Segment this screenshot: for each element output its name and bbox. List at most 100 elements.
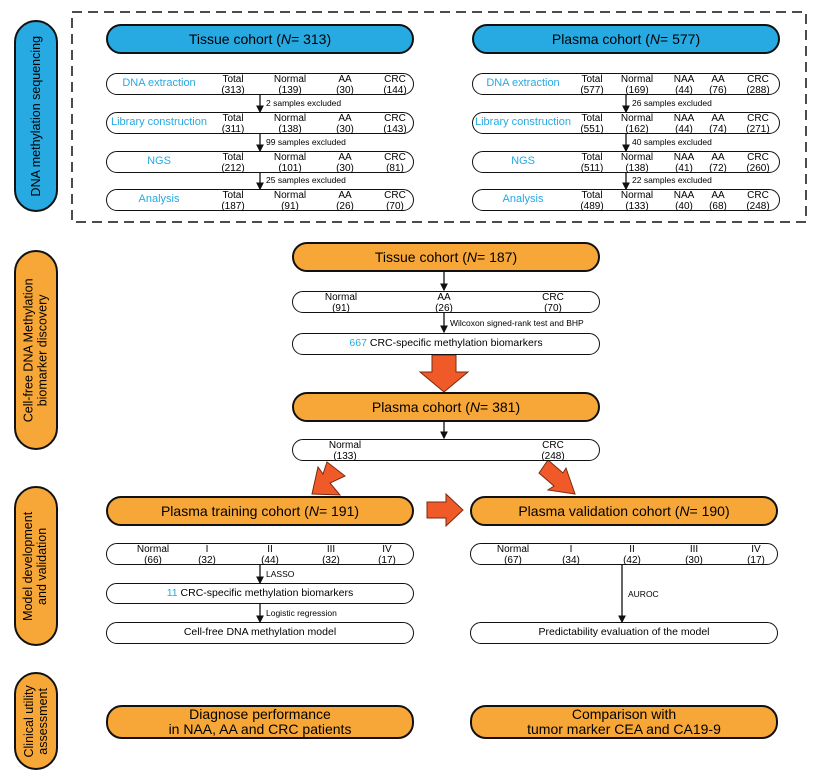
tissue-cell: CRC(144) [383, 74, 407, 96]
training-cohort-header: Plasma training cohort (N = 191) [106, 496, 414, 526]
plasma-cell: AA(74) [709, 113, 727, 135]
plasma-cell: AA(72) [709, 152, 727, 174]
tissue-cell: Normal(138) [273, 113, 307, 135]
discovery-tissue-crc: CRC(70) [542, 292, 564, 314]
plasma-cell: AA(76) [709, 74, 727, 96]
model-box [106, 622, 414, 644]
tissue-cell: Total(313) [221, 74, 245, 96]
plasma-cell: NAA(41) [673, 152, 695, 174]
tissue-step-label: Library construction [111, 116, 207, 128]
model-text: Cell-free DNA methylation model [183, 626, 337, 638]
training-stage-cell: III(32) [322, 544, 340, 566]
plasma-cell: Total(511) [580, 152, 604, 174]
validation-stage-cell: III(30) [685, 544, 703, 566]
predict-text: Predictability evaluation of the model [538, 626, 710, 638]
tissue-cell: AA(30) [336, 152, 354, 174]
plasma-step-label: Library construction [475, 116, 571, 128]
plasma-cell: Normal(162) [620, 113, 654, 135]
discovery-biomarker-text: 667 CRC-specific methylation biomarkers [349, 337, 543, 349]
plasma-step-label: NGS [511, 155, 535, 167]
tissue-cell: CRC(143) [383, 113, 407, 135]
plasma-cell: Normal(133) [620, 190, 654, 212]
plasma-excluded-3: 22 samples excluded [632, 175, 712, 185]
tissue-cell: AA(26) [336, 190, 354, 212]
validation-stage-cell: II(42) [623, 544, 641, 566]
plasma-excluded-2: 40 samples excluded [632, 137, 712, 147]
logistic-note: Logistic regression [266, 608, 337, 618]
tissue-excluded-1: 2 samples excluded [266, 98, 342, 108]
tissue-cell: Normal(139) [273, 74, 307, 96]
discovery-plasma-row [292, 439, 600, 461]
tissue-row [106, 189, 414, 211]
plasma-excluded-1: 26 samples excluded [632, 98, 712, 108]
tissue-excluded-3: 25 samples excluded [266, 175, 346, 185]
plasma-row [472, 189, 780, 211]
plasma-row [472, 151, 780, 173]
training-stage-cell: IV(17) [378, 544, 396, 566]
validation-stage-cell: IV(17) [747, 544, 765, 566]
discovery-plasma-cohort: Plasma cohort (N = 381) [292, 392, 600, 422]
tissue-step-label: NGS [147, 155, 171, 167]
discovery-tissue-row [292, 291, 600, 313]
training-stage-cell: Normal(66) [136, 544, 170, 566]
tissue-step-label: DNA extraction [122, 77, 196, 89]
training-biomarker-text: 11 CRC-specific methylation biomarkers [166, 587, 354, 599]
arrow-to-training [311, 461, 346, 496]
tissue-step-label: Analysis [138, 193, 180, 205]
tissue-cell: AA(30) [336, 74, 354, 96]
plasma-cell: CRC(271) [746, 113, 770, 135]
discovery-tissue-cohort: Tissue cohort (N = 187) [292, 242, 600, 272]
tissue-cell: AA(30) [336, 113, 354, 135]
plasma-cell: Normal(138) [620, 152, 654, 174]
tissue-cohort-header: Tissue cohort (N = 313) [106, 24, 414, 54]
plasma-cell: NAA(44) [673, 74, 695, 96]
predict-box [470, 622, 778, 644]
training-stage-row [106, 543, 414, 565]
plasma-row [472, 112, 780, 134]
down-arrow-to-plasma [418, 354, 470, 393]
arrow-to-validation [538, 459, 576, 495]
auroc-note: AUROC [628, 589, 659, 599]
tissue-excluded-2: 99 samples excluded [266, 137, 346, 147]
plasma-step-label: Analysis [502, 193, 544, 205]
arrow-training-to-validation [426, 492, 464, 528]
plasma-cell: AA(68) [709, 190, 727, 212]
validation-stage-cell: Normal(67) [496, 544, 530, 566]
validation-stage-cell: I(34) [562, 544, 580, 566]
section-sequencing-label: DNA methylation sequencing [28, 35, 43, 197]
tissue-cell: CRC(81) [384, 152, 406, 174]
tissue-row [106, 112, 414, 134]
training-stage-cell: II(44) [261, 544, 279, 566]
discovery-plasma-crc: CRC(248) [541, 440, 565, 462]
tissue-row [106, 73, 414, 95]
training-biomarker-box [106, 583, 414, 604]
tissue-cell: Total(187) [221, 190, 245, 212]
plasma-row [472, 73, 780, 95]
tissue-cell: Total(311) [221, 113, 245, 135]
plasma-cell: Total(577) [580, 74, 604, 96]
lasso-note: LASSO [266, 569, 295, 579]
plasma-cohort-header: Plasma cohort (N = 577) [472, 24, 780, 54]
plasma-cell: CRC(248) [746, 190, 770, 212]
plasma-cell: Total(489) [580, 190, 604, 212]
discovery-tissue-aa: AA(26) [435, 292, 453, 314]
plasma-cell: Total(551) [580, 113, 604, 135]
tissue-cell: CRC(70) [384, 190, 406, 212]
section-sequencing: DNA methylation sequencing [14, 20, 58, 212]
discovery-plasma-normal: Normal(133) [328, 440, 362, 462]
validation-stage-row [470, 543, 778, 565]
plasma-cell: CRC(288) [746, 74, 770, 96]
tissue-row [106, 151, 414, 173]
training-stage-cell: I(32) [198, 544, 216, 566]
tissue-cell: Normal(101) [273, 152, 307, 174]
tissue-cell: Normal(91) [273, 190, 307, 212]
